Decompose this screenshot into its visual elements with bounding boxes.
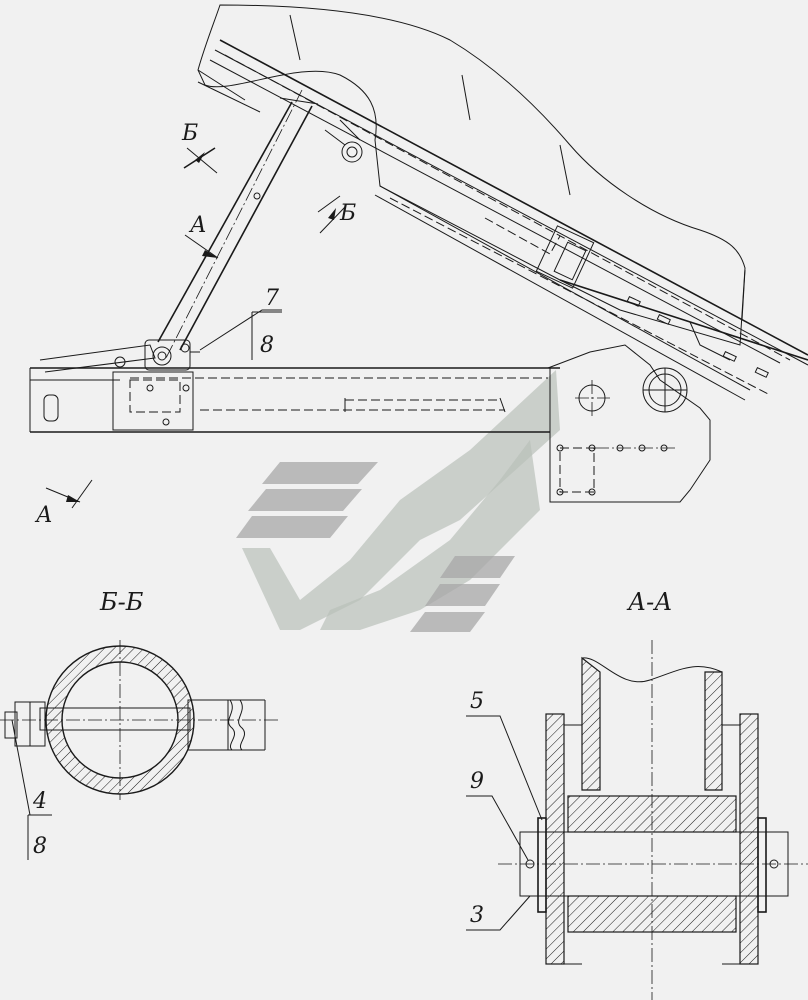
callout-7-8: 7 8 <box>199 286 282 360</box>
lower-pivot <box>144 339 200 371</box>
watermark-logo <box>236 370 560 632</box>
section-bb-title: Б-Б <box>99 588 144 616</box>
svg-text:7: 7 <box>265 286 279 311</box>
svg-text:А: А <box>34 503 53 528</box>
body-rail-top <box>219 39 808 356</box>
svg-text:3: 3 <box>470 903 484 928</box>
svg-text:5: 5 <box>470 689 484 714</box>
svg-text:Б: Б <box>181 121 198 146</box>
body-outline <box>197 4 746 346</box>
section-mark-a-strut: А <box>184 213 219 259</box>
svg-text:Б: Б <box>339 201 356 226</box>
section-mark-a-bottom: А <box>34 479 93 528</box>
rail-bolts <box>626 295 769 378</box>
svg-text:8: 8 <box>260 333 274 358</box>
main-view: Б Б А А 7 8 <box>29 4 808 528</box>
svg-text:4: 4 <box>32 789 47 814</box>
section-mark-b-lower: Б <box>317 195 356 234</box>
section-aa-title: А-А <box>626 588 672 616</box>
section-aa: А-А 5 9 3 <box>466 588 808 1000</box>
frame-beam <box>29 344 560 433</box>
diagonal-strut <box>157 89 319 361</box>
section-mark-b-upper: Б <box>181 121 218 174</box>
svg-text:8: 8 <box>33 834 47 859</box>
svg-text:А: А <box>188 213 207 238</box>
section-bb: Б-Б 4 8 <box>0 588 280 860</box>
right-bracket <box>547 344 711 503</box>
svg-text:9: 9 <box>470 769 484 794</box>
